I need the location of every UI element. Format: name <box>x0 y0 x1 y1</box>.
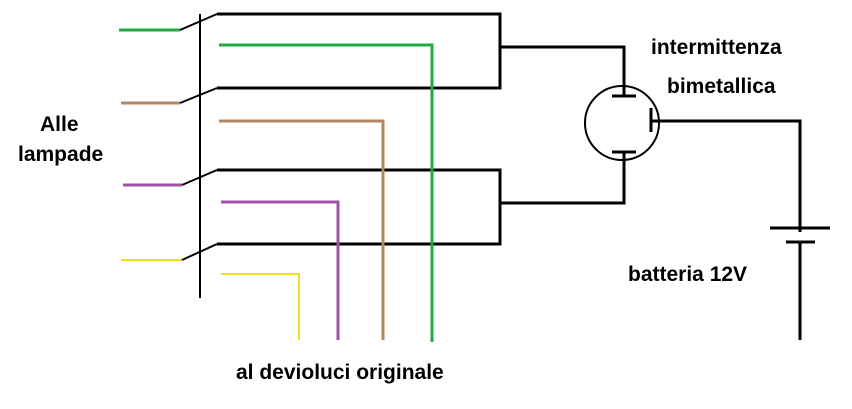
relay-switch-3 <box>181 169 218 186</box>
lamps-label-line1: Alle <box>40 113 79 136</box>
wire-top-loop <box>217 12 502 90</box>
relay-switch-2 <box>179 87 218 104</box>
wire-flasher-to-battery <box>651 119 802 232</box>
switch-wire-brown <box>219 119 385 340</box>
lamps-label-line2: lampade <box>18 143 104 166</box>
switch-wire-yellow <box>221 273 300 340</box>
switch-wire-purple <box>221 200 340 340</box>
relay-switch-4 <box>181 243 218 261</box>
flasher-label-line1: intermittenza <box>651 36 782 59</box>
wire-to-flasher-top <box>500 45 626 95</box>
original-switch-label: al devioluci originale <box>236 361 444 384</box>
switch-wire-green <box>219 43 434 342</box>
wire-bottom-loop <box>217 168 502 246</box>
bimetal-flasher <box>584 85 660 161</box>
flasher-label-line2: bimetallica <box>667 75 776 98</box>
wire-to-flasher-bottom <box>500 153 626 205</box>
relay-switch-1 <box>179 13 218 31</box>
battery-label: batteria 12V <box>628 263 748 286</box>
